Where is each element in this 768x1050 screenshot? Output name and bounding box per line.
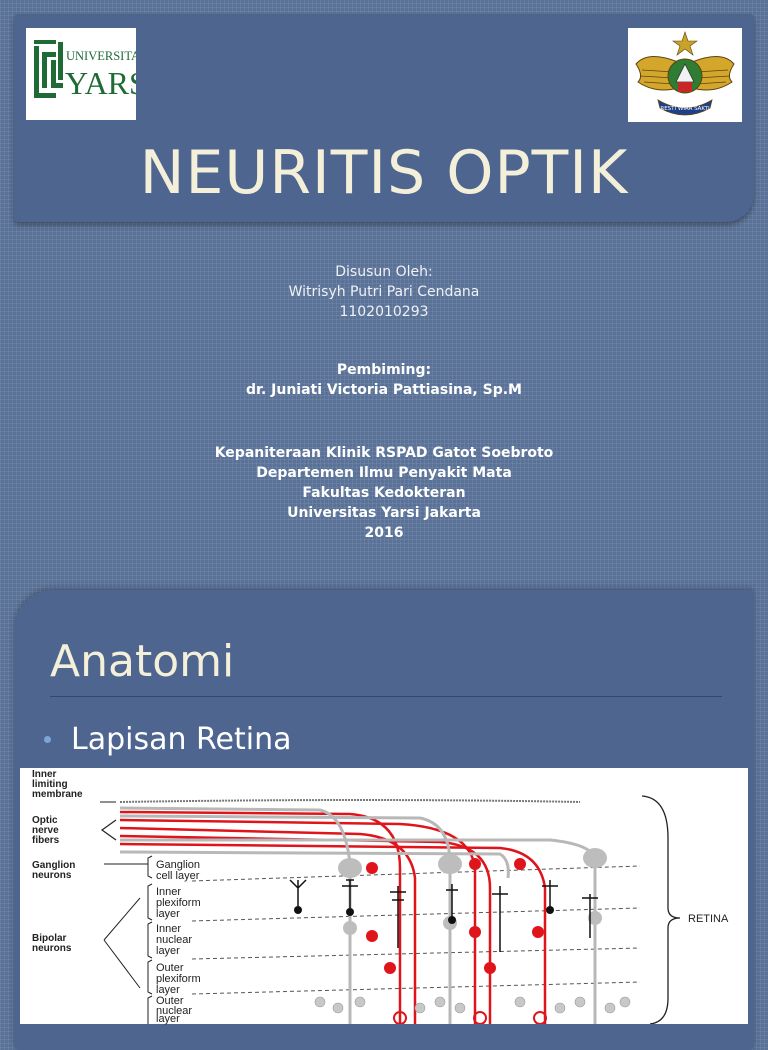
- universitas-yarsi-logo: UNIVERSITAS YARSI: [26, 28, 157, 120]
- layer-inner2: Inner: [156, 923, 182, 935]
- bullet-dot-icon: [44, 736, 51, 743]
- emblem-motto: RESTI WIRA SAKTI: [660, 106, 710, 112]
- retina-label: RETINA: [688, 913, 729, 925]
- supervisor-block: Pembiming: dr. Juniati Victoria Pattiasi…: [0, 360, 768, 400]
- author-block: Disusun Oleh: Witrisyh Putri Pari Cendan…: [0, 262, 768, 322]
- layer-plexiform: plexiform: [156, 897, 201, 909]
- label-nerve: nerve: [32, 825, 59, 836]
- layer-layer3: layer: [156, 984, 180, 996]
- layer-layer2: layer: [156, 945, 180, 957]
- label-inner: Inner: [32, 769, 57, 780]
- label-neurons: neurons: [32, 870, 72, 881]
- title-slide: UNIVERSITAS YARSI RESTI WIRA SAKTI NEURI…: [0, 14, 768, 543]
- label-ganglion: Ganglion: [32, 860, 76, 871]
- bullet-item: Lapisan Retina: [44, 722, 292, 757]
- institution-block: Kepaniteraan Klinik RSPAD Gatot Soebroto…: [0, 443, 768, 543]
- presentation-title: NEURITIS OPTIK: [139, 138, 629, 208]
- slide-title: Anatomi: [50, 636, 235, 687]
- eagle-emblem-icon: RESTI WIRA SAKTI: [635, 31, 735, 116]
- institution-line: Kepaniteraan Klinik RSPAD Gatot Soebroto: [214, 445, 554, 461]
- supervisor-name: dr. Juniati Victoria Pattiasina, Sp.M: [246, 382, 522, 398]
- retina-layers-diagram: Inner limiting membrane Optic nerve fibe…: [20, 768, 748, 1025]
- layer-cell: cell layer: [156, 870, 200, 882]
- yarsi-logo-icon: UNIVERSITAS YARSI: [34, 40, 157, 101]
- author-name: Witrisyh Putri Pari Cendana: [288, 284, 480, 300]
- bullet-text: Lapisan Retina: [71, 722, 292, 757]
- layer-inner: Inner: [156, 886, 182, 898]
- layer-nuclear: nuclear: [156, 934, 193, 946]
- institution-line: Fakultas Kedokteran: [302, 485, 466, 501]
- retina-illustration: [100, 795, 681, 1024]
- label-membrane: membrane: [32, 789, 83, 800]
- layer-outer: Outer: [156, 962, 184, 974]
- supervisor-label: Pembiming:: [336, 362, 432, 378]
- layer-outer-nuclear: nuclear: [156, 1005, 193, 1017]
- label-bipolar-neurons: neurons: [32, 943, 72, 954]
- yarsi-logo-line1: UNIVERSITAS: [66, 49, 136, 63]
- label-optic: Optic: [32, 815, 58, 826]
- yarsi-logo-line2: YARSI: [65, 65, 136, 101]
- label-bipolar: Bipolar: [32, 933, 67, 944]
- label-fibers: fibers: [32, 835, 60, 846]
- title-divider: [50, 696, 722, 697]
- rspad-emblem-logo: RESTI WIRA SAKTI: [628, 28, 742, 122]
- label-limiting: limiting: [32, 779, 68, 790]
- institution-line: Universitas Yarsi Jakarta: [287, 505, 481, 521]
- layer-outer2: Outer: [156, 995, 184, 1007]
- author-label: Disusun Oleh:: [335, 264, 433, 280]
- layer-outer-plexiform: plexiform: [156, 973, 201, 985]
- layer-ganglion: Ganglion: [156, 859, 201, 871]
- institution-year: 2016: [364, 525, 404, 541]
- layer-layer4: layer: [156, 1013, 180, 1025]
- institution-line: Departemen Ilmu Penyakit Mata: [256, 465, 512, 481]
- layer-layer: layer: [156, 908, 180, 920]
- author-id: 1102010293: [339, 304, 429, 320]
